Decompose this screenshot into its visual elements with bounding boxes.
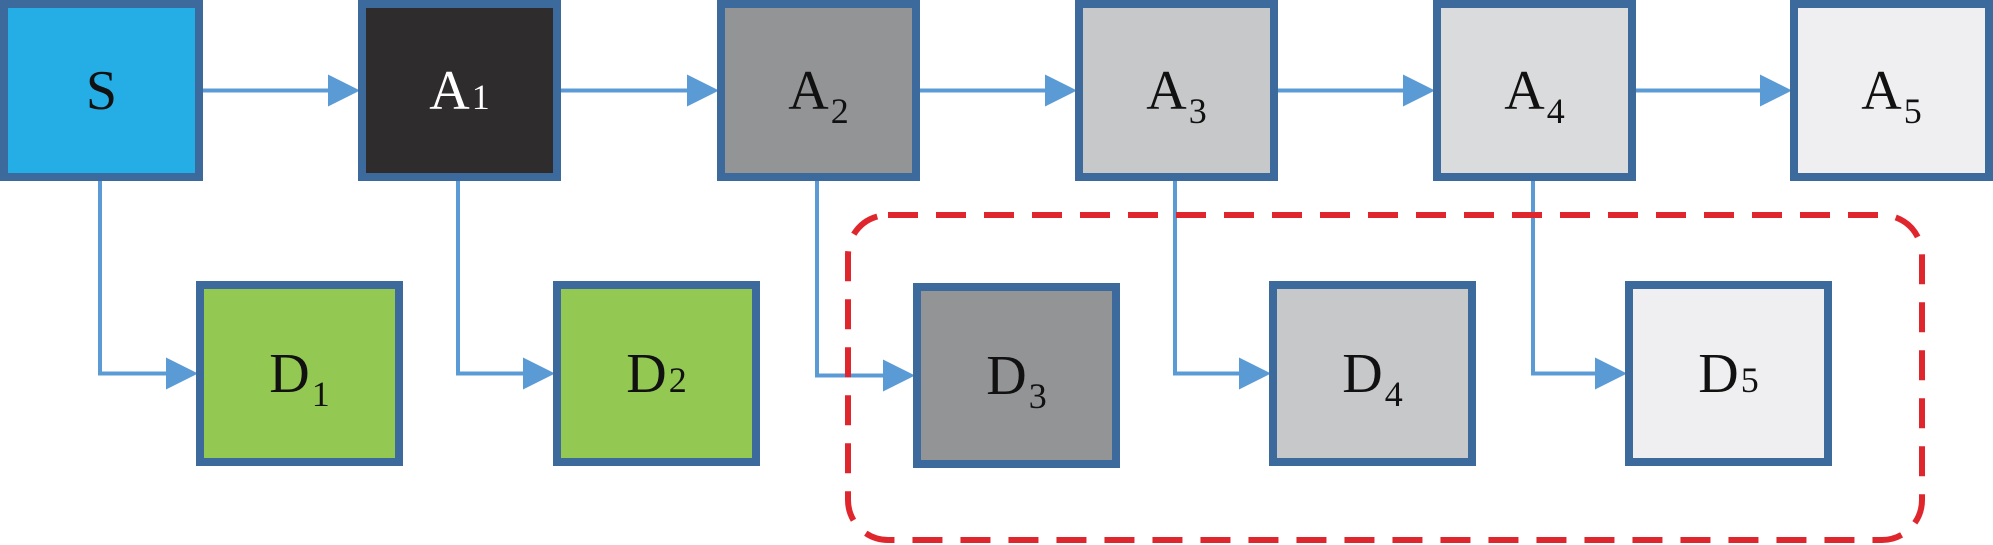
node-d3-subscript: 3 (1028, 375, 1047, 416)
node-a5-subscript: 5 (1903, 90, 1922, 131)
edge-a3-to-d4 (1173, 181, 1271, 390)
highlight-group-boundary (845, 212, 1925, 543)
node-a1-label: A (429, 59, 470, 122)
node-a1-subscript: 1 (471, 76, 490, 117)
node-a2-subscript: 2 (830, 90, 849, 131)
node-a4-subscript: 4 (1546, 90, 1565, 131)
edge-a1-to-d2 (456, 181, 555, 390)
edge-a2-to-d3 (815, 181, 915, 392)
node-s: S (0, 0, 203, 181)
node-d5-label: D (1698, 342, 1739, 405)
node-d2-subscript: 2 (668, 359, 687, 400)
node-a4-label: A (1504, 59, 1545, 122)
node-d1-label: D (269, 342, 310, 405)
node-d5-subscript: 5 (1740, 359, 1759, 400)
node-d1-subscript: 1 (311, 373, 330, 414)
node-a3-label: A (1146, 59, 1187, 122)
node-a3-subscript: 3 (1188, 90, 1207, 131)
edge-group (98, 74, 1792, 392)
edge-a4-to-d5 (1531, 181, 1627, 390)
node-a2-label: A (788, 59, 829, 122)
edge-s-to-d1 (98, 181, 198, 390)
node-d4-label: D (1342, 342, 1383, 405)
node-a5-label: A (1861, 59, 1902, 122)
node-d2-label: D (626, 342, 667, 405)
node-d3-label: D (986, 344, 1027, 407)
node-s-label: S (85, 59, 118, 122)
node-d4-subscript: 4 (1384, 373, 1403, 414)
